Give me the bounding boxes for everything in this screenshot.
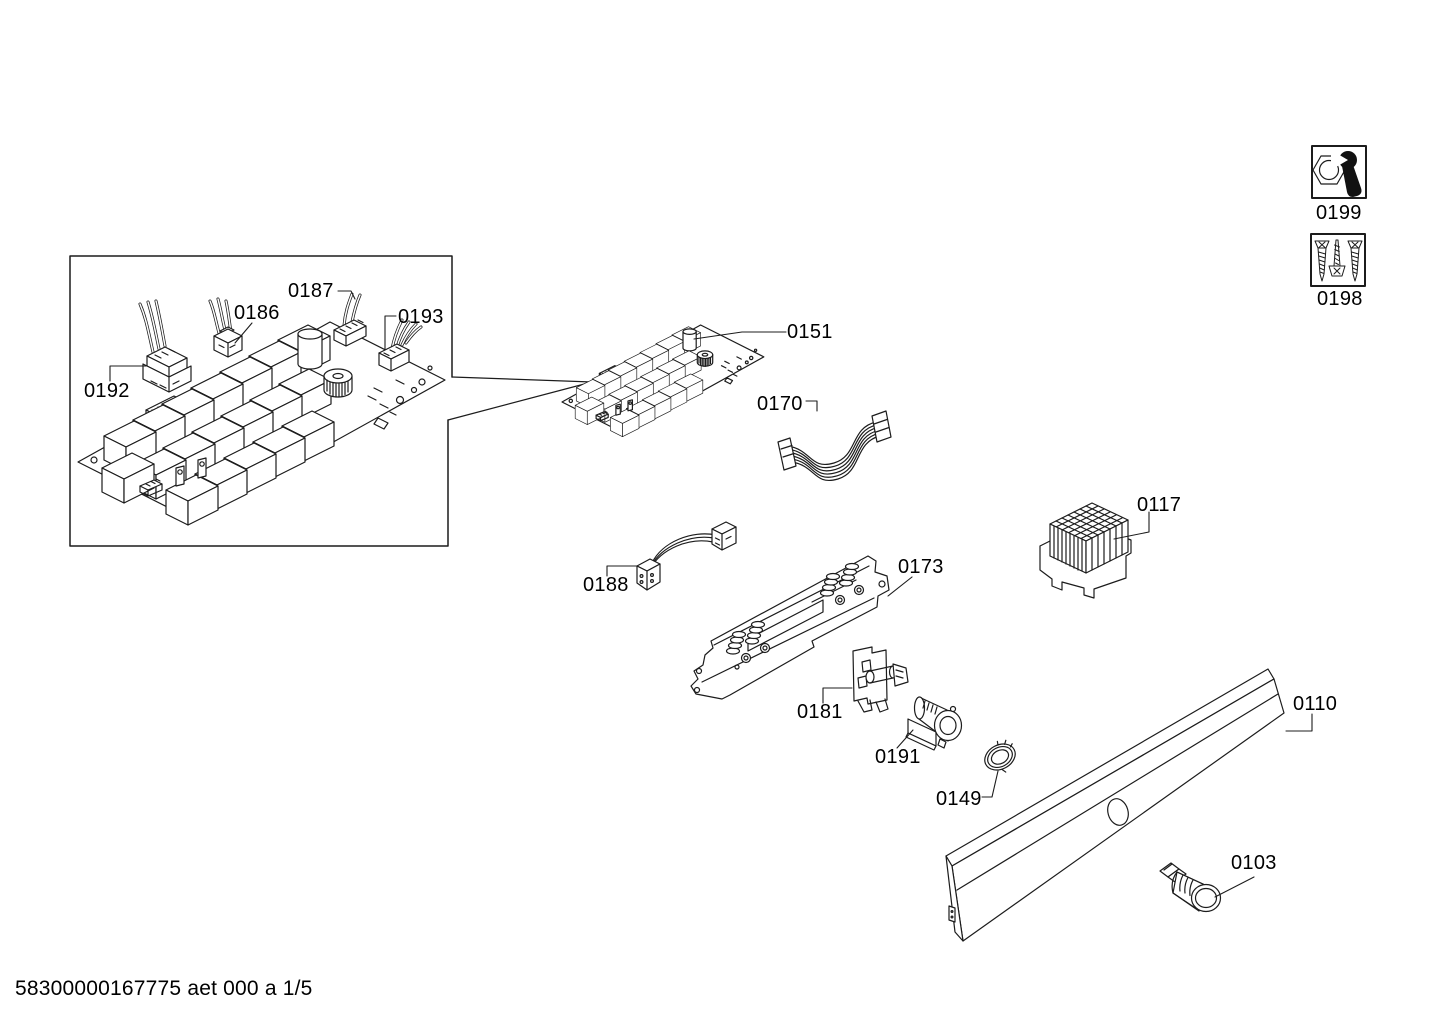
callout-0117: 0117 — [1137, 494, 1182, 516]
heatsink-drawing — [1039, 502, 1132, 599]
leader-0191 — [896, 729, 914, 749]
screws-icon — [1310, 233, 1366, 287]
power-board-detail-drawing — [78, 292, 445, 525]
leader-0170 — [805, 400, 818, 412]
callout-0193: 0193 — [398, 306, 444, 328]
support-bracket-drawing — [690, 555, 890, 700]
connector-0192-drawing — [138, 299, 192, 393]
bezel-ring-drawing — [984, 739, 1016, 773]
leader-0186 — [234, 322, 253, 344]
leader-0187 — [337, 290, 356, 300]
control-panel-drawing — [945, 668, 1285, 942]
rotary-switch-drawing — [905, 696, 963, 751]
leader-0181 — [822, 687, 853, 704]
connector-0186-drawing — [208, 297, 243, 358]
leader-0117 — [1113, 511, 1150, 540]
ribbon-cable-drawing — [777, 410, 892, 481]
callout-0188: 0188 — [583, 574, 629, 596]
leader-0193 — [384, 315, 397, 350]
connector-0193-drawing — [378, 318, 423, 372]
connector-0187-drawing — [333, 292, 367, 347]
jumper-cable-drawing — [636, 521, 737, 591]
leader-lines — [109, 290, 1313, 898]
leader-0149 — [981, 770, 999, 798]
leader-0110 — [1285, 713, 1313, 732]
callout-0199: 0199 — [1316, 202, 1362, 224]
holder-module-drawing — [852, 646, 909, 713]
callout-0186: 0186 — [234, 302, 280, 324]
callout-0170: 0170 — [757, 393, 803, 415]
callout-0198: 0198 — [1317, 288, 1363, 310]
callout-0151: 0151 — [787, 321, 833, 343]
leader-0151 — [693, 331, 787, 340]
document-code: 58300000167775 aet 000 a 1/5 — [15, 977, 313, 1000]
leader-0188 — [606, 565, 638, 577]
callout-0173: 0173 — [898, 556, 944, 578]
callout-0103: 0103 — [1231, 852, 1277, 874]
tools-icon — [1311, 145, 1367, 199]
detail-box — [69, 255, 593, 547]
knob-drawing — [1159, 862, 1222, 913]
callout-0187: 0187 — [288, 280, 334, 302]
power-board-drawing — [562, 325, 764, 437]
callout-0149: 0149 — [936, 788, 982, 810]
callout-0192: 0192 — [84, 380, 130, 402]
callout-0181: 0181 — [797, 701, 843, 723]
leader-0192 — [109, 365, 147, 382]
callout-0110: 0110 — [1293, 693, 1338, 715]
callout-0191: 0191 — [875, 746, 921, 768]
leader-0103 — [1214, 876, 1255, 898]
leader-0173 — [887, 576, 913, 597]
